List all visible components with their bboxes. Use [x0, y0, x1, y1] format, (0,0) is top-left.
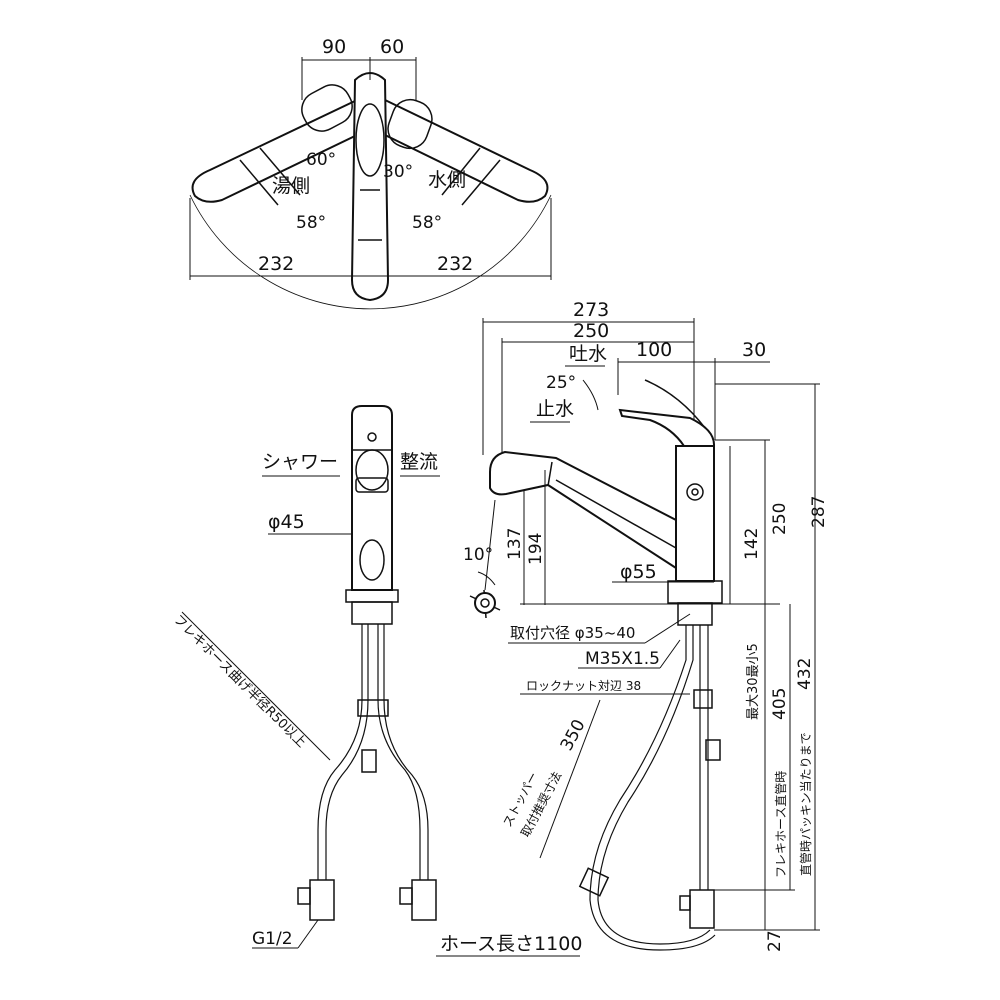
hose-left: [317, 624, 363, 880]
label-shower: シャワー: [262, 451, 338, 473]
side-body: [675, 445, 715, 582]
label-stream: 整流: [400, 451, 438, 473]
dim-height-250: 250: [770, 503, 790, 535]
pullout-hose: [589, 625, 716, 951]
label-mount-hole: 取付穴径 φ35~40: [510, 624, 635, 642]
top-view: 90 60 60° 30° 湯側 水側 58° 58° 232 232: [189, 36, 552, 310]
dim-lever-30: 30: [742, 339, 766, 361]
side-lever: [618, 408, 716, 447]
dim-spout-reach: 250: [573, 320, 609, 342]
angle-hot-swing: 58°: [296, 213, 326, 233]
dim-right-width: 60: [380, 36, 404, 58]
label-flex-hose-bend: フレキホース曲げ半径R50以上: [170, 612, 309, 751]
dim-left-width: 90: [322, 36, 346, 58]
side-view: 273 250 吐水 100 30 25° 止水: [436, 299, 829, 957]
stopper: [578, 867, 610, 897]
dim-height-287: 287: [809, 496, 829, 528]
dim-right-reach: 232: [437, 253, 473, 275]
label-spout: 吐水: [569, 343, 607, 365]
label-max-counter: 最大30最小5: [746, 643, 761, 720]
front-view: シャワー 整流 φ45 フレキホース曲げ半径R50以上 G1/2: [170, 405, 440, 949]
spout-top: [350, 72, 390, 302]
dim-total-depth: 273: [573, 299, 609, 321]
side-spout: [489, 450, 677, 570]
hot-side-arm: [191, 98, 358, 203]
fitting-left: [309, 879, 335, 921]
angle-spout-tilt: 10°: [463, 545, 493, 565]
angle-lever: 25°: [546, 373, 576, 393]
dim-stopper: 350: [557, 716, 590, 754]
aerator-symbol: [469, 589, 501, 619]
label-stop: 止水: [536, 398, 574, 420]
lever-oval-right: [387, 98, 433, 150]
dim-height-142: 142: [742, 528, 762, 560]
dim-left-reach: 232: [258, 253, 294, 275]
label-straight-packing: 直管時パッキン当たりまで: [798, 732, 813, 876]
side-fitting: [689, 889, 715, 929]
cold-side-arm: [384, 98, 549, 203]
fitting-right: [411, 879, 437, 921]
label-lock-nut: ロックナット対辺 38: [526, 679, 641, 693]
dim-straight-packing: 432: [795, 658, 815, 690]
label-hose-straight: フレキホース直管時: [773, 771, 788, 878]
label-hose-length: ホース長さ1100: [440, 933, 582, 955]
angle-cold-swing: 58°: [412, 213, 442, 233]
label-thread-g12: G1/2: [252, 929, 293, 949]
angle-cold-lever: 30°: [383, 162, 413, 182]
dim-lever-100: 100: [636, 339, 672, 361]
lever-oval-left: [301, 84, 353, 132]
label-thread-size: M35X1.5: [585, 649, 660, 669]
label-cold-side: 水側: [428, 169, 466, 191]
angle-hot-lever: 60°: [306, 150, 336, 170]
dim-hose-straight: 405: [770, 688, 790, 720]
label-hot-side: 湯側: [272, 175, 310, 197]
front-body: [351, 405, 393, 591]
dim-body-diameter: φ55: [620, 561, 657, 583]
dim-bottom-27: 27: [765, 930, 785, 952]
swing-arc: [189, 194, 552, 310]
dim-height-137: 137: [505, 528, 525, 560]
dim-diameter-front: φ45: [268, 511, 305, 533]
dim-height-194: 194: [526, 533, 546, 565]
